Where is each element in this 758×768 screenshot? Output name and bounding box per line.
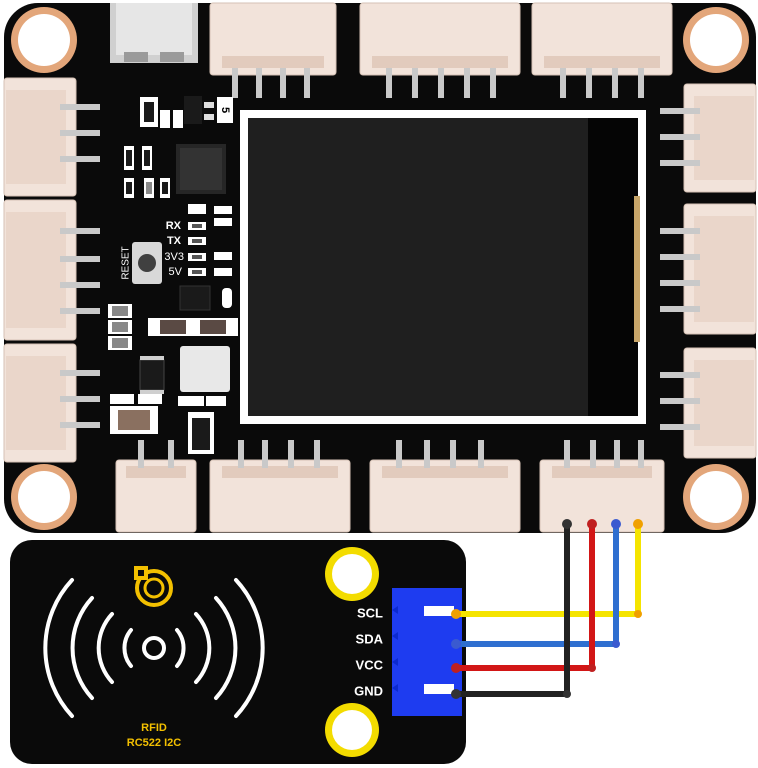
components: 5: [108, 96, 238, 454]
pin-label-vcc: VCC: [356, 657, 384, 672]
rx-label: RX: [166, 220, 182, 232]
pin-label-scl: SCL: [357, 605, 383, 620]
bottom-connector-3: [369, 440, 521, 533]
rfid-module: RFID RC522 I2C SCL SDA VCC GND: [10, 540, 466, 764]
right-connector-2: [660, 203, 757, 335]
rfid-mount-hole: [325, 547, 379, 601]
mount-hole: [11, 464, 77, 530]
rfid-mount-hole: [325, 703, 379, 757]
lcd-screen: [240, 110, 646, 424]
mount-hole: [683, 7, 749, 73]
rfid-logo-icon: [134, 566, 173, 607]
top-connector-3: [531, 2, 673, 98]
rfid-title: RFID: [141, 722, 167, 734]
top-connector-1: [209, 2, 337, 98]
chip-mark: 5: [219, 107, 231, 113]
left-connector-2: [3, 199, 100, 341]
mount-hole: [11, 7, 77, 73]
left-connector-3: [3, 343, 100, 463]
bottom-connector-4: [539, 440, 665, 533]
wires: [456, 524, 641, 697]
tx-label: TX: [167, 235, 182, 247]
pin-label-gnd: GND: [354, 683, 383, 698]
mount-hole: [683, 464, 749, 530]
reset-label: RESET: [121, 246, 132, 279]
pin-label-sda: SDA: [356, 631, 384, 646]
v33-label: 3V3: [164, 251, 184, 263]
v5-label: 5V: [169, 266, 183, 278]
rfid-header-connector: [392, 588, 462, 716]
top-connector-2: [359, 2, 521, 98]
rfid-wave-icon: [43, 578, 265, 718]
rfid-subtitle: RC522 I2C: [127, 737, 181, 749]
wire-scl: [456, 524, 641, 617]
right-connector-1: [660, 83, 757, 193]
controller-board: 5: [3, 2, 757, 533]
left-connector-1: [3, 77, 100, 197]
bottom-connector-2: [209, 440, 351, 533]
wire-endpoints: [451, 519, 643, 699]
right-connector-3: [660, 347, 757, 459]
usb-c-port: [110, 3, 198, 63]
bottom-connector-1: [115, 440, 197, 533]
